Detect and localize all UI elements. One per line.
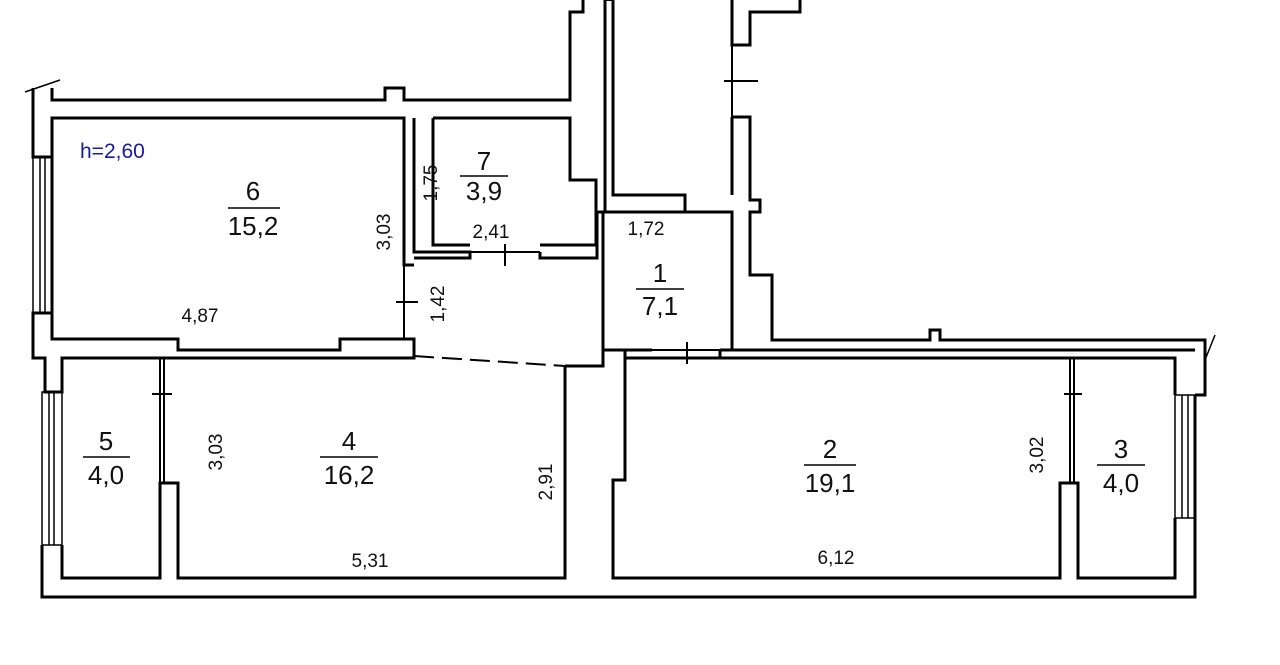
- top-wall: [50, 0, 585, 102]
- room7-bottom-left: [431, 118, 470, 247]
- room2-area: 19,1: [805, 468, 856, 498]
- room5-wall: [60, 366, 567, 580]
- room4-number: 4: [342, 426, 356, 456]
- walls: [31, 0, 1207, 599]
- corridor-right-wall: [730, 0, 802, 47]
- dim-room2-width: 6,12: [818, 548, 855, 569]
- dim-room3-depth: 3,02: [1027, 437, 1048, 474]
- corridor-inner-wall: [685, 210, 734, 352]
- dim-room7-width: 2,41: [473, 222, 510, 243]
- dim-room4-depth: 2,91: [536, 464, 557, 501]
- dim-room7-depth: 1,75: [421, 165, 442, 202]
- room6-lower-left-wall: [31, 116, 416, 394]
- openings: [152, 0, 1082, 483]
- room5-area: 4,0: [88, 460, 124, 490]
- room7-number: 7: [477, 146, 491, 176]
- balcony-break-right: [1204, 334, 1216, 361]
- dim-room6-width: 4,87: [182, 306, 219, 327]
- room6-number: 6: [246, 176, 260, 206]
- room7-inner-wall: [433, 116, 598, 247]
- arch-line: [413, 355, 566, 367]
- ceiling-height-label: h=2,60: [80, 140, 145, 163]
- dim-corridor-width: 1,72: [628, 219, 665, 240]
- dim-room5-depth: 3,03: [206, 434, 227, 471]
- room7-area: 3,9: [466, 176, 502, 206]
- hall-wall: [601, 210, 652, 352]
- window-room5: [41, 391, 63, 546]
- room1-area: 7,1: [642, 291, 678, 321]
- corridor-mid-wall: [732, 115, 1207, 397]
- stair-wall-right: [611, 0, 687, 214]
- room2-top-wall: [720, 356, 1177, 395]
- dim-room6-depth: 3,03: [374, 214, 395, 251]
- room3-number: 3: [1114, 434, 1128, 464]
- window-room3: [1174, 394, 1196, 519]
- room6-outer-wall: [31, 88, 52, 159]
- room3-area: 4,0: [1103, 468, 1139, 498]
- dim-hall-depth: 1,42: [428, 286, 449, 323]
- balcony-break-left: [24, 79, 61, 93]
- room2-number: 2: [823, 434, 837, 464]
- room6-area: 15,2: [228, 211, 279, 241]
- room2-wall: [565, 350, 605, 368]
- room2-frame: [611, 358, 1177, 580]
- window-room6: [32, 156, 53, 314]
- outer-bottom-wall: [40, 518, 1197, 599]
- room5-number: 5: [99, 426, 113, 456]
- room2-inner-wall: [623, 350, 722, 360]
- windows: [24, 79, 1216, 546]
- room4-area: 16,2: [324, 460, 375, 490]
- room1-number: 1: [653, 258, 667, 288]
- dim-room4-width: 5,31: [352, 551, 389, 572]
